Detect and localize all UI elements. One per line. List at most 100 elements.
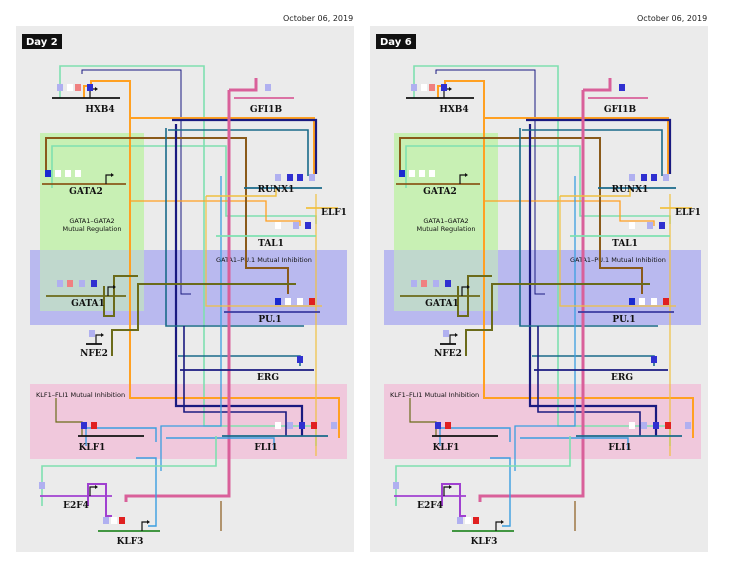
gene-label: KLF1	[433, 443, 460, 453]
regulation-edge	[465, 283, 650, 356]
date-label: October 06, 2019	[637, 14, 708, 23]
regulation-edge	[45, 137, 289, 294]
promoter-arrowhead	[467, 285, 470, 289]
region-label: GATA1–GATA2	[69, 217, 114, 225]
promoter-arrow	[89, 486, 95, 496]
region-label: GATA1–GATA2	[423, 217, 468, 225]
binding-site	[285, 298, 291, 305]
binding-site	[311, 422, 317, 429]
binding-site	[629, 422, 635, 429]
binding-site	[293, 222, 299, 229]
binding-site	[75, 84, 81, 91]
regulation-edge	[483, 117, 669, 176]
binding-site	[653, 422, 659, 429]
regulation-edge	[522, 129, 663, 176]
regulation-edge	[478, 90, 585, 502]
promoter-arrow	[107, 286, 113, 296]
binding-site	[429, 170, 435, 177]
binding-site	[619, 84, 625, 91]
binding-site	[441, 84, 447, 91]
binding-site	[91, 422, 97, 429]
regulation-edge	[205, 196, 322, 307]
gene-label: E2F4	[63, 501, 89, 511]
promoter-arrowhead	[449, 485, 452, 489]
promoter-arrow	[95, 334, 101, 344]
region-klf1-fli1-inhibition	[30, 384, 347, 459]
binding-site	[275, 298, 281, 305]
binding-site	[275, 422, 281, 429]
promoter-arrow	[449, 334, 455, 344]
binding-site	[629, 298, 635, 305]
binding-site	[309, 298, 315, 305]
gene-label: NFE2	[80, 349, 108, 359]
binding-site	[91, 280, 97, 287]
binding-site	[663, 298, 669, 305]
regulation-edge	[160, 176, 222, 471]
binding-site	[393, 482, 399, 489]
promoter-arrowhead	[95, 87, 98, 91]
gene-label: ERG	[257, 373, 279, 383]
binding-site	[287, 174, 293, 181]
region-label: Mutual Regulation	[63, 225, 122, 233]
regulation-edge	[526, 118, 672, 174]
regulation-edge	[490, 457, 511, 527]
binding-site	[445, 280, 451, 287]
binding-site	[111, 517, 117, 524]
gene-label: HXB4	[85, 105, 114, 115]
gene-label: KLF1	[79, 443, 106, 453]
binding-site	[663, 174, 669, 181]
binding-site	[39, 482, 45, 489]
binding-site	[651, 174, 657, 181]
binding-site	[629, 222, 635, 229]
binding-site	[659, 222, 665, 229]
regulation-edge	[103, 275, 138, 317]
regulation-edge	[441, 483, 466, 517]
gene-label: GATA2	[69, 187, 103, 197]
regulation-edge	[229, 78, 258, 92]
regulation-edge	[532, 355, 655, 366]
binding-site	[275, 174, 281, 181]
regulation-edge	[560, 188, 631, 197]
binding-site	[119, 517, 125, 524]
promoter-arrow	[495, 521, 501, 531]
binding-site	[409, 170, 415, 177]
binding-site	[65, 170, 71, 177]
binding-site	[399, 170, 405, 177]
binding-site	[67, 280, 73, 287]
promoter-arrowhead	[95, 485, 98, 489]
gene-label: HXB4	[439, 105, 468, 115]
gene-label: PU.1	[612, 315, 635, 325]
binding-site	[45, 170, 51, 177]
region-klf1-fli1-inhibition	[384, 384, 701, 459]
gene-label: GATA2	[423, 187, 457, 197]
gene-label: TAL1	[258, 239, 284, 249]
binding-site	[57, 280, 63, 287]
region-label: GATA1–PU.1 Mutual Inhibition	[570, 256, 666, 264]
gene-label: KLF3	[471, 537, 498, 547]
binding-site	[629, 174, 635, 181]
promoter-arrow	[443, 486, 449, 496]
day-badge	[376, 34, 416, 49]
gene-label: KLF3	[117, 537, 144, 547]
gene-label: GATA1	[425, 299, 459, 309]
regulation-edge	[484, 200, 655, 226]
regulation-edge	[514, 176, 576, 471]
region-label: GATA1–PU.1 Mutual Inhibition	[216, 256, 312, 264]
gene-label: ERG	[611, 373, 633, 383]
binding-site	[651, 298, 657, 305]
gene-label: RUNX1	[258, 185, 295, 195]
regulation-edge	[439, 427, 511, 446]
binding-site	[473, 517, 479, 524]
promoter-arrowhead	[111, 173, 114, 177]
gene-label: GFI1B	[604, 105, 637, 115]
gene-label: GATA1	[71, 299, 105, 309]
gene-label: E2F4	[417, 501, 443, 511]
gene-label: GFI1B	[250, 105, 283, 115]
regulation-edge	[437, 80, 694, 438]
day-label: Day 2	[26, 37, 58, 48]
regulation-edge	[183, 326, 287, 436]
regulation-edge	[528, 124, 658, 436]
